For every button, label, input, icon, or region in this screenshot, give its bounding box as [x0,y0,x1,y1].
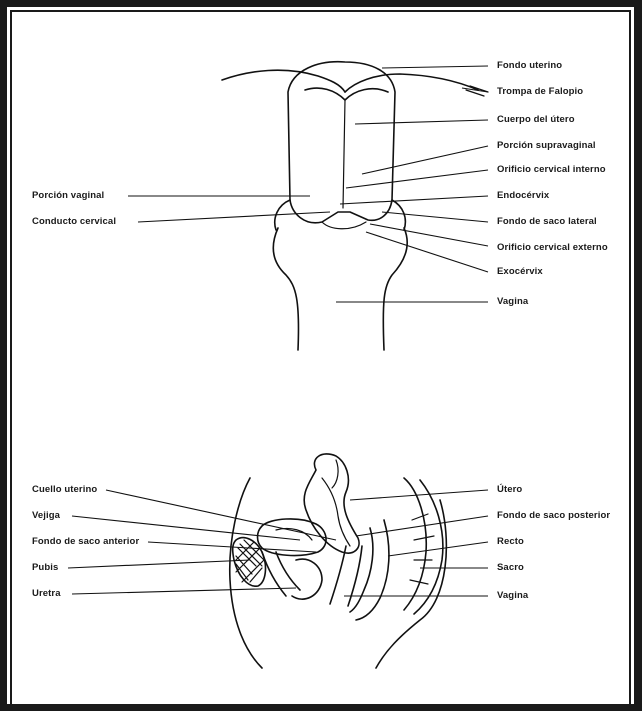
label-uretra: Uretra [32,588,61,600]
label-fondo-de-saco-lateral: Fondo de saco lateral [497,216,597,228]
label-cuello-uterino: Cuello uterino [32,484,97,496]
label-fondo-de-saco-anterior: Fondo de saco anterior [32,536,139,548]
label-vagina-bottom: Vagina [497,590,528,602]
label-vejiga: Vejiga [32,510,60,522]
label-utero: Útero [497,484,522,496]
label-porcion-vaginal: Porción vaginal [32,190,104,202]
label-fondo-de-saco-posterior: Fondo de saco posterior [497,510,610,522]
label-exocervix: Exocérvix [497,266,543,278]
label-conducto-cervical: Conducto cervical [32,216,116,228]
label-fondo-uterino: Fondo uterino [497,60,562,72]
label-trompa-de-falopio: Trompa de Falopio [497,86,583,98]
label-cuerpo-del-utero: Cuerpo del útero [497,114,575,126]
label-orificio-cervical-externo: Orificio cervical externo [497,242,608,254]
label-endocervix: Endocérvix [497,190,549,202]
label-pubis: Pubis [32,562,58,574]
label-porcion-supravaginal: Porción supravaginal [497,140,596,152]
label-sacro: Sacro [497,562,524,574]
label-recto: Recto [497,536,524,548]
label-orificio-cervical-interno: Orificio cervical interno [497,164,606,176]
label-vagina-top: Vagina [497,296,528,308]
